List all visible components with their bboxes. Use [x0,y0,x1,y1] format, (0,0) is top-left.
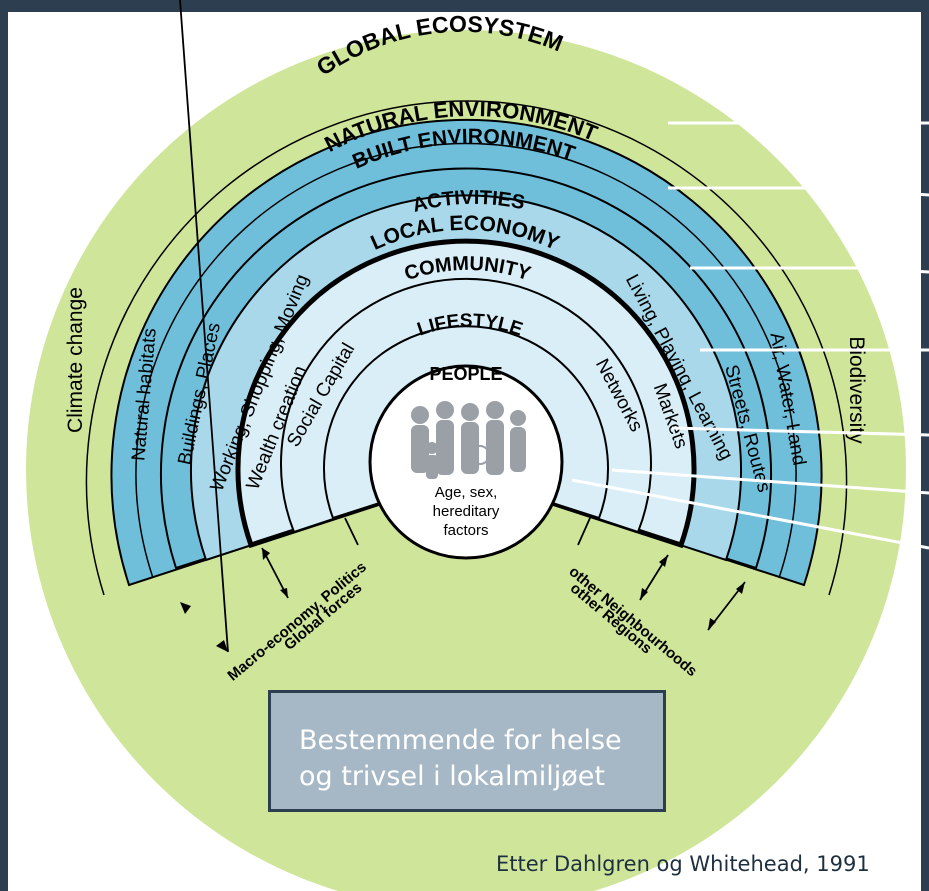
people-figures-icon [411,401,526,479]
climate-change-label: Climate change [64,287,87,433]
people-title: PEOPLE [429,364,502,384]
caption-line-2: og trivsel i lokalmiljøet [299,761,606,792]
pointer-lines [571,121,929,550]
biodiversity-label: Biodiversity [845,336,868,444]
arrow-heads [180,548,745,652]
source-credit: Etter Dahlgren og Whitehead, 1991 [496,852,870,876]
ring-bands [110,118,823,587]
caption-line-1: Bestemmende for helse [299,725,622,756]
people-subtitle-line-2: hereditary [433,503,500,520]
caption-box: Bestemmende for helse og trivsel i lokal… [268,690,666,812]
band-divider-lines [85,100,848,596]
people-subtitle-line-1: Age, sex, [435,484,498,501]
people-subtitle-line-3: factors [443,522,488,539]
